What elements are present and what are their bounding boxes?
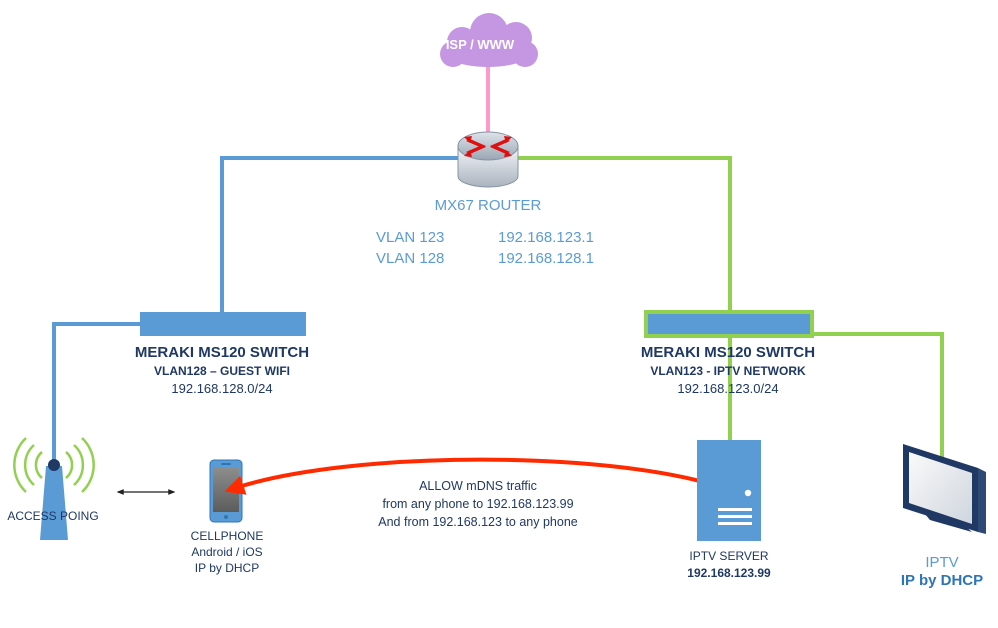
cellphone-label: CELLPHONE bbox=[190, 529, 264, 543]
cellphone-os: Android / iOS bbox=[191, 545, 263, 559]
mdns-note-line: And from 192.168.123 to any phone bbox=[378, 515, 578, 529]
left-switch-to-ap-line bbox=[52, 322, 140, 468]
vlan-name: VLAN 128 bbox=[376, 250, 445, 267]
router-to-left-switch-line bbox=[220, 156, 462, 313]
access-point-icon bbox=[13, 437, 95, 540]
right-switch-to-iptv-line bbox=[812, 332, 944, 458]
vlan-gateway-ip: 192.168.123.1 bbox=[498, 229, 594, 246]
mdns-note-line: ALLOW mDNS traffic bbox=[419, 479, 537, 493]
iptv-label: IPTV bbox=[925, 554, 959, 571]
left-switch-title: MERAKI MS120 SWITCH bbox=[134, 344, 310, 361]
mdns-traffic-arrow bbox=[224, 457, 732, 495]
right-switch-vlan: VLAN123 - IPTV NETWORK bbox=[650, 364, 806, 378]
right-switch-icon bbox=[644, 310, 814, 338]
router-to-right-switch-line bbox=[518, 156, 732, 313]
router-icon bbox=[457, 131, 519, 188]
right-switch-title: MERAKI MS120 SWITCH bbox=[640, 344, 816, 361]
router-title: MX67 ROUTER bbox=[434, 197, 542, 214]
server-label: IPTV SERVER bbox=[689, 549, 769, 563]
vlan-name: VLAN 123 bbox=[376, 229, 445, 246]
cellphone-ip: IP by DHCP bbox=[194, 561, 260, 575]
tv-icon bbox=[903, 444, 986, 534]
right-switch-subnet: 192.168.123.0/24 bbox=[677, 381, 779, 396]
cloud-label: ISP / WWW bbox=[445, 37, 515, 52]
left-switch-subnet: 192.168.128.0/24 bbox=[171, 381, 273, 396]
iptv-ip-mode: IP by DHCP bbox=[900, 572, 984, 589]
cellphone-icon bbox=[209, 459, 243, 523]
server-ip: 192.168.123.99 bbox=[687, 566, 771, 580]
server-icon bbox=[697, 440, 761, 541]
left-switch-vlan: VLAN128 – GUEST WIFI bbox=[153, 364, 291, 378]
mdns-note-line: from any phone to 192.168.123.99 bbox=[382, 497, 574, 511]
vlan-gateway-ip: 192.168.128.1 bbox=[498, 250, 594, 267]
left-switch-icon bbox=[140, 312, 306, 336]
access-point-label: ACCESS POING bbox=[7, 509, 99, 523]
cloud-icon bbox=[440, 13, 538, 67]
